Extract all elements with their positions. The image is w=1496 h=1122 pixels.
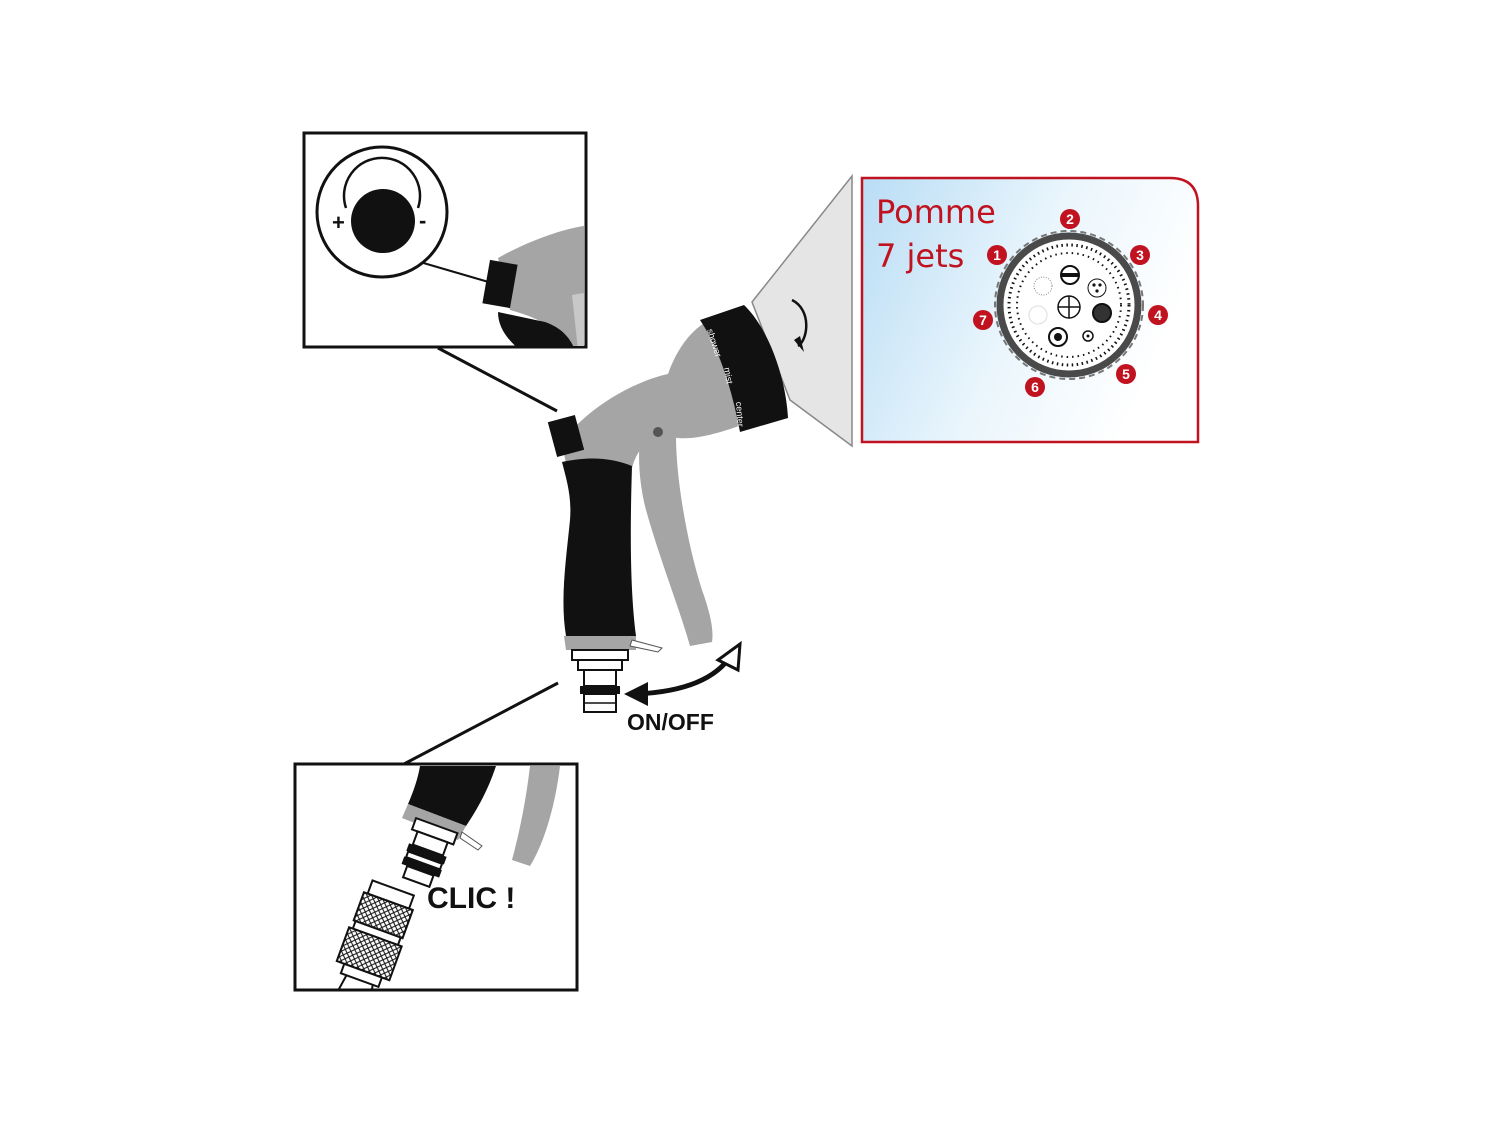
inset-handle-grip — [408, 766, 496, 826]
handle-grip — [562, 458, 636, 636]
nozzle-callout-panel: Pomme 7 jets 1 — [860, 176, 1200, 444]
jet-number-3: 3 — [1130, 245, 1150, 265]
inset-male-connector — [401, 816, 459, 889]
jet-mist-icon — [1033, 276, 1053, 296]
svg-text:5: 5 — [1122, 366, 1130, 382]
spray-gun: shower mist center — [547, 298, 808, 713]
adjuster-knob — [351, 189, 415, 253]
svg-text:2: 2 — [1066, 211, 1074, 227]
callout-title-line1: Pomme — [876, 193, 996, 231]
svg-text:6: 6 — [1031, 379, 1039, 395]
inset-trigger — [512, 766, 560, 866]
jet-number-1: 1 — [987, 245, 1007, 265]
jet-soaker-icon — [1028, 305, 1048, 325]
gun-body — [564, 318, 760, 468]
jet-number-4: 4 — [1148, 305, 1168, 325]
handle-collar — [564, 636, 636, 650]
lock-tab — [629, 639, 663, 653]
ring-label-center: center — [734, 401, 746, 427]
pivot-pin — [653, 427, 663, 437]
jet-full-icon — [1092, 303, 1112, 323]
jet-shower-icon — [1087, 278, 1107, 298]
hose-connector — [571, 649, 629, 713]
nozzle-ring — [700, 305, 788, 432]
flow-adjuster-knob — [547, 414, 585, 458]
connector-inset: CLIC ! — [293, 762, 579, 992]
minus-sign: - — [419, 208, 426, 233]
flow-adjuster-inset: + - — [302, 131, 588, 349]
inset-leader-line-bottom — [403, 681, 559, 766]
plus-sign: + — [332, 210, 345, 235]
callout-title-line2: 7 jets — [876, 237, 964, 275]
svg-text:4: 4 — [1154, 307, 1162, 323]
clic-label: CLIC ! — [427, 882, 515, 915]
jet-number-6: 6 — [1025, 377, 1045, 397]
inset-gun-body — [482, 225, 584, 346]
inset-female-coupler — [332, 879, 416, 989]
on-off-arrowhead-left — [624, 682, 648, 706]
svg-text:7: 7 — [979, 312, 987, 328]
nozzle-face — [994, 230, 1144, 380]
trigger-lever — [639, 416, 713, 646]
jet-number-2: 2 — [1060, 209, 1080, 229]
on-off-label: ON/OFF — [627, 709, 714, 735]
adjust-arc-arrow — [342, 156, 422, 209]
jet-number-7: 7 — [973, 310, 993, 330]
jet-number-5: 5 — [1116, 364, 1136, 384]
ring-label-mist: mist — [722, 367, 735, 385]
inset-leader-line-top — [437, 346, 558, 413]
on-off-arrowhead-right — [715, 640, 742, 673]
svg-text:3: 3 — [1136, 247, 1144, 263]
svg-text:1: 1 — [993, 247, 1001, 263]
